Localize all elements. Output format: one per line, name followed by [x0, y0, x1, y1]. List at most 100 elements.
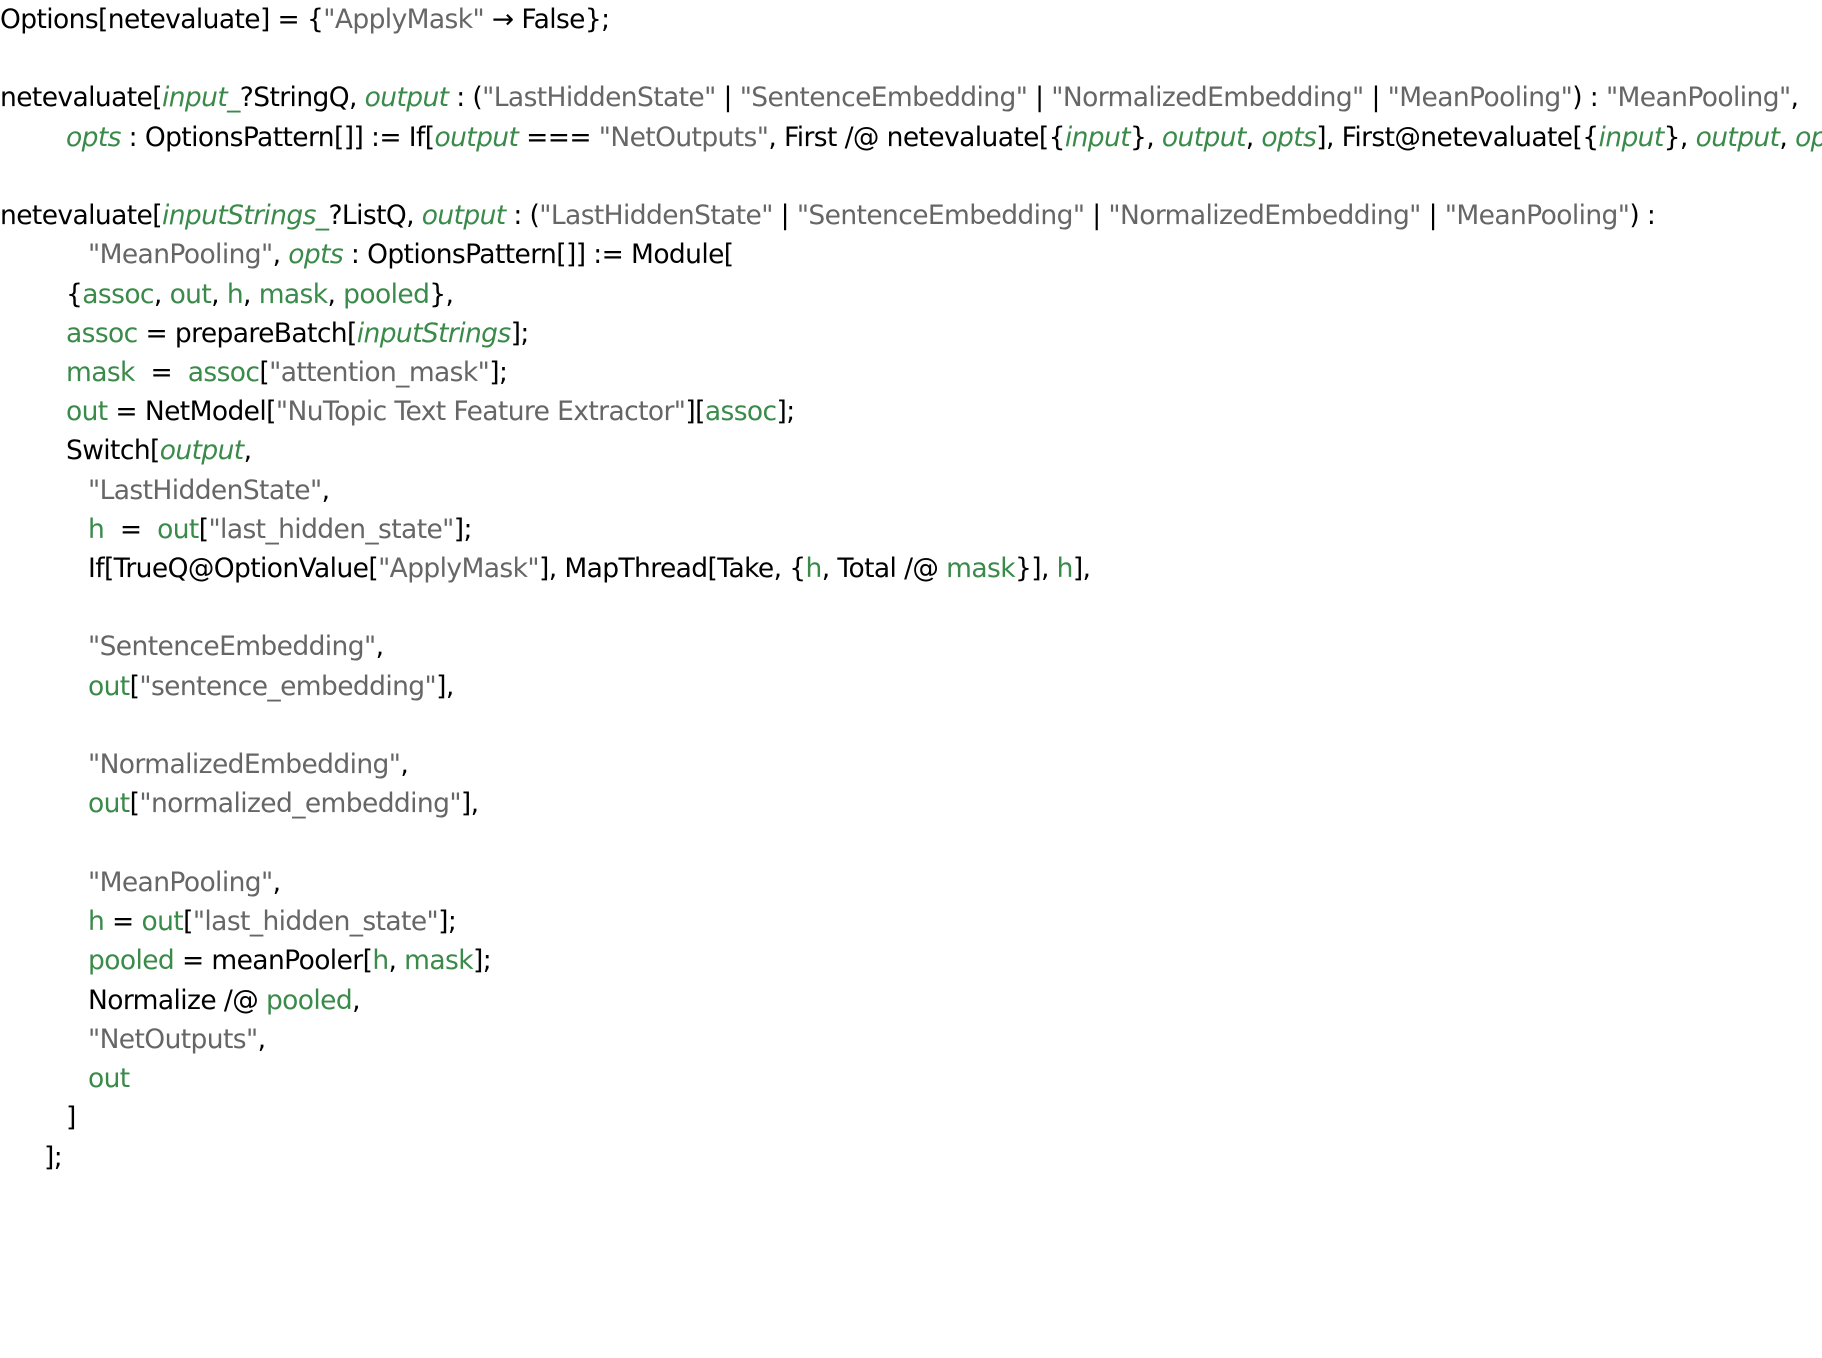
code-text: [: [198, 514, 209, 545]
code-text: ,: [153, 279, 170, 310]
argument-name: opts: [288, 239, 344, 270]
code-text: netevaluate[: [0, 82, 163, 113]
code-line: pooled = meanPooler[h, mask];: [88, 941, 492, 981]
variable-name: out: [88, 671, 130, 702]
code-text: ,: [1779, 122, 1796, 153]
code-text: [: [259, 357, 270, 388]
code-text: ,: [243, 279, 259, 310]
variable-name: assoc: [704, 396, 777, 427]
code-text: ,: [272, 867, 281, 898]
code-text: {: [66, 279, 83, 310]
variable-name: h: [805, 553, 823, 584]
variable-name: pooled: [265, 985, 353, 1016]
string-literal: "NetOutputs": [88, 1024, 258, 1055]
code-text: ,: [211, 279, 227, 310]
code-text: Switch[: [66, 435, 160, 466]
string-literal: "NetOutputs": [598, 122, 769, 153]
code-text: = prepareBatch[: [137, 318, 357, 349]
string-literal: "NormalizedEmbedding": [1108, 200, 1421, 231]
code-text: ) :: [1629, 200, 1656, 231]
argument-name: inputStrings_: [161, 200, 329, 231]
code-text: , Total /@: [821, 553, 947, 584]
code-text: ]: [66, 1102, 76, 1133]
code-text: ,: [257, 1024, 266, 1055]
code-text: |: [1420, 200, 1445, 231]
variable-name: out: [157, 514, 199, 545]
code-text: netevaluate[: [0, 200, 163, 231]
code-text: ,: [400, 749, 409, 780]
string-literal: "SentenceEmbedding": [88, 631, 376, 662]
code-text: : OptionsPattern[]] := Module[: [343, 239, 734, 270]
code-text: =: [104, 514, 158, 545]
code-line: "LastHiddenState",: [88, 471, 330, 511]
code-text: ];: [44, 1142, 63, 1173]
variable-name: h: [88, 514, 105, 545]
variable-name: mask: [946, 553, 1015, 584]
code-text: ];: [453, 514, 473, 545]
code-line: opts : OptionsPattern[]] := If[output ==…: [66, 118, 1822, 158]
code-text: ?ListQ,: [328, 200, 422, 231]
string-literal: "ApplyMask": [323, 4, 485, 35]
code-text: = NetModel[: [107, 396, 276, 427]
code-text: ,: [375, 631, 384, 662]
code-text: ,: [321, 475, 330, 506]
argument-name: output: [434, 122, 519, 153]
code-line: Switch[output,: [66, 431, 252, 471]
string-literal: "NormalizedEmbedding": [88, 749, 401, 780]
variable-name: pooled: [88, 945, 175, 976]
code-text: ],: [436, 671, 454, 702]
code-line: out: [88, 1059, 130, 1099]
string-literal: "NuTopic Text Feature Extractor": [275, 396, 686, 427]
variable-name: h: [88, 906, 105, 937]
code-line: h = out["last_hidden_state"];: [88, 902, 457, 942]
variable-name: out: [88, 1063, 130, 1094]
code-text: ,: [1790, 82, 1799, 113]
code-text: |: [1363, 82, 1388, 113]
argument-name: opts: [1795, 122, 1822, 153]
code-text: : (: [448, 82, 483, 113]
code-text: ,: [327, 279, 344, 310]
code-text: ===: [518, 122, 599, 153]
string-literal: "MeanPooling": [88, 239, 273, 270]
code-text: [: [129, 671, 140, 702]
code-text: : OptionsPattern[]] := If[: [120, 122, 435, 153]
code-text: = meanPooler[: [174, 945, 373, 976]
variable-name: mask: [258, 279, 328, 310]
variable-name: out: [141, 906, 184, 937]
code-text: : (: [505, 200, 540, 231]
variable-name: assoc: [66, 318, 138, 349]
code-text: },: [429, 279, 454, 310]
code-text: ?StringQ,: [239, 82, 365, 113]
code-text: =: [134, 357, 188, 388]
variable-name: out: [169, 279, 212, 310]
code-line: ]: [66, 1098, 76, 1138]
argument-name: inputStrings: [356, 318, 511, 349]
code-text: ],: [1072, 553, 1091, 584]
argument-name: opts: [66, 122, 121, 153]
code-text: ];: [438, 906, 457, 937]
string-literal: "LastHiddenState": [482, 82, 716, 113]
variable-name: mask: [66, 357, 135, 388]
code-line: "MeanPooling", opts : OptionsPattern[]] …: [88, 235, 734, 275]
code-line: Options[netevaluate] = {"ApplyMask" → Fa…: [0, 0, 610, 40]
string-literal: "MeanPooling": [1387, 82, 1573, 113]
code-line: "NormalizedEmbedding",: [88, 745, 409, 785]
argument-name: input: [1598, 122, 1665, 153]
string-literal: "last_hidden_state": [208, 514, 454, 545]
code-text: [: [129, 788, 140, 819]
argument-name: output: [364, 82, 449, 113]
string-literal: "MeanPooling": [88, 867, 273, 898]
variable-name: assoc: [82, 279, 154, 310]
code-line: h = out["last_hidden_state"];: [88, 510, 472, 550]
code-text: |: [1084, 200, 1109, 231]
code-text: ,: [272, 239, 289, 270]
code-line: Normalize /@ pooled,: [88, 981, 360, 1021]
code-text: |: [772, 200, 797, 231]
variable-name: h: [1056, 553, 1074, 584]
code-line: netevaluate[inputStrings_?ListQ, output …: [0, 196, 1656, 236]
argument-name: output: [1695, 122, 1780, 153]
code-text: Normalize /@: [88, 985, 266, 1016]
variable-name: out: [66, 396, 108, 427]
code-line: "MeanPooling",: [88, 863, 281, 903]
